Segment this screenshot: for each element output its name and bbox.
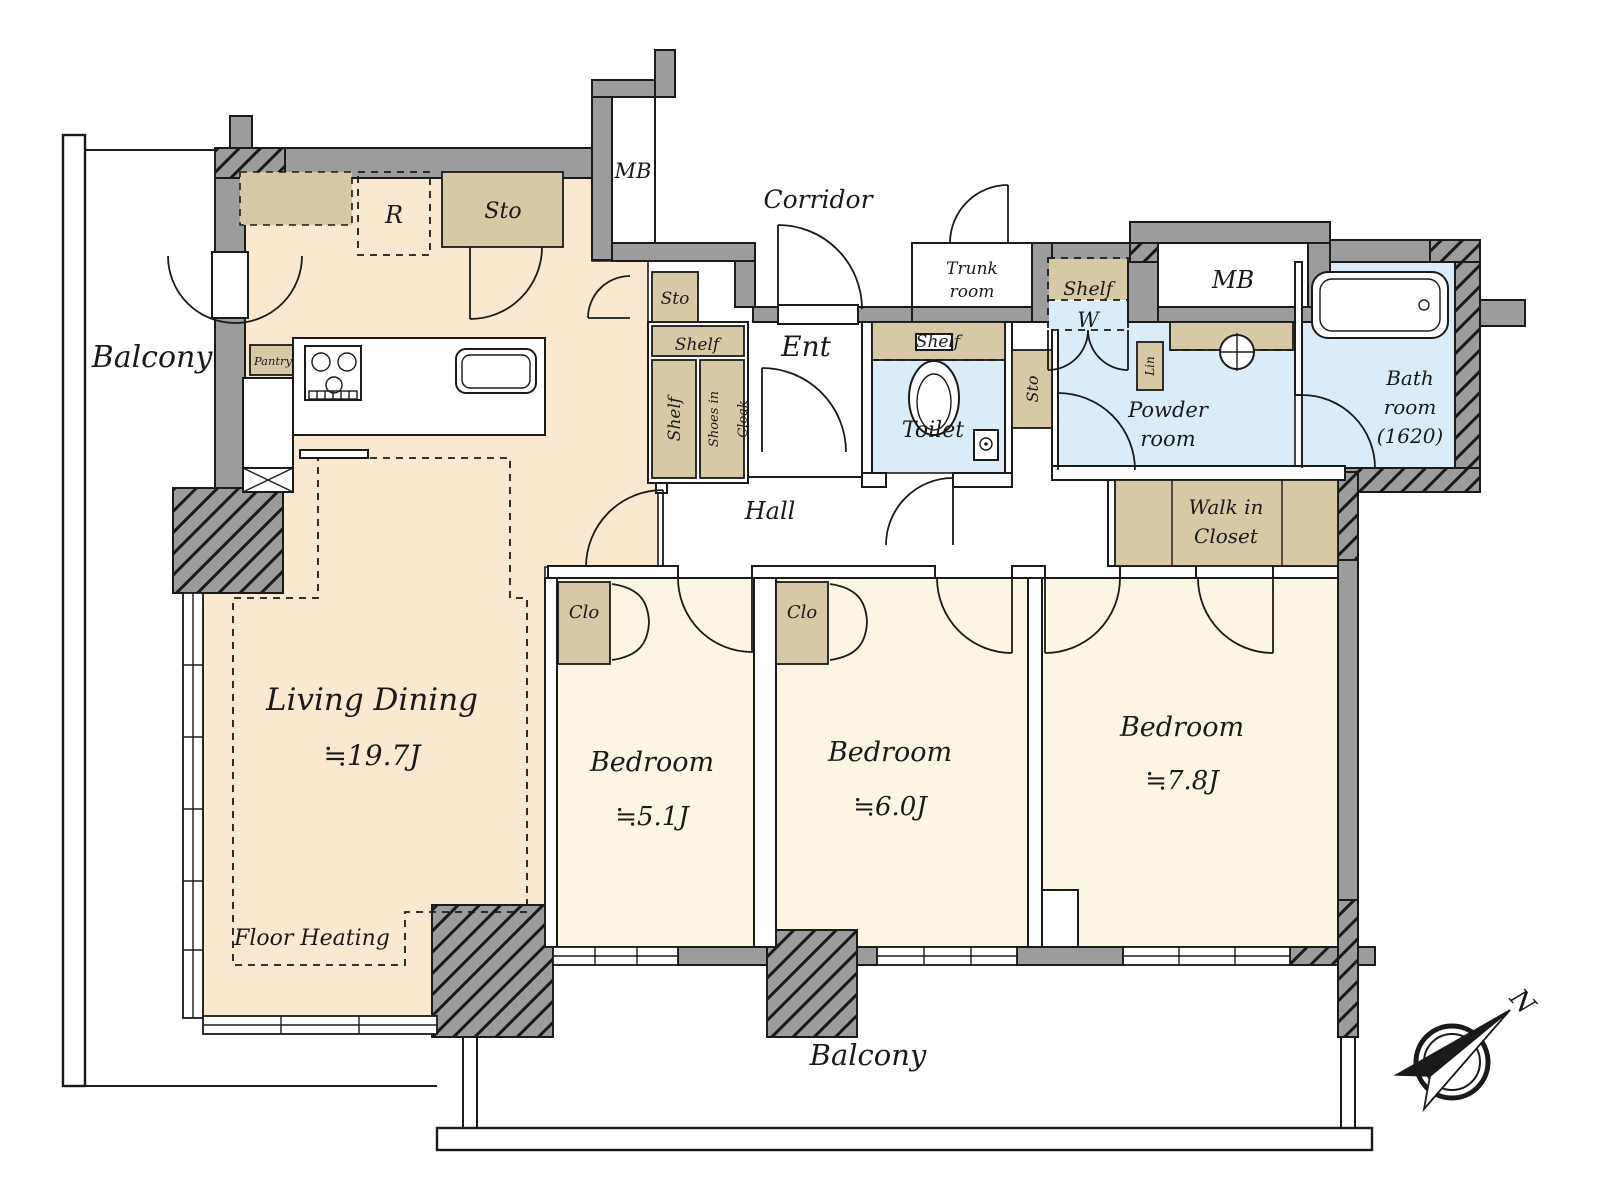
sto-hall-label: Sto [1023,375,1042,402]
living-hall-door [585,489,664,568]
compass-north-label: N [1503,983,1542,1022]
bedroom-small-door [677,577,753,653]
toilet-label: Toilet [902,418,964,443]
bedroom-mid-label: Bedroom [827,737,952,768]
bath-line2: room [1384,395,1437,419]
dashed-marks [232,171,1293,966]
shelf-entry-side-label: Shelf [665,394,685,441]
bedroom-mid-door [936,577,1013,654]
shoes-in-cloak-box [699,359,745,479]
bedroom-small-label: Bedroom [589,747,714,778]
toilet-door [885,477,954,546]
closet-2-box [775,581,829,665]
fridge-label: R [384,201,403,229]
hatched-columns [172,147,1481,1038]
windows [182,592,1291,1035]
sto-hall-box [1011,349,1053,429]
powder-line2: room [1140,427,1195,451]
trunk-room-line1: Trunk [946,259,998,279]
bath-fixtures [1311,271,1449,339]
storage-areas [239,171,1339,665]
sto-kitchen-door [469,246,543,320]
floor-heating-area [232,457,528,966]
toilet-bowl [908,360,960,436]
shelf-entry-side-box [651,359,697,479]
walk-in-closet-door [1197,577,1274,654]
bathtub [1311,271,1449,339]
ent-hall-door [761,367,847,453]
toilet-tank [915,333,953,351]
compass: N [1393,983,1542,1113]
kitchen-sink [455,348,537,394]
mb-bath-label: MB [1211,266,1254,294]
shelf-laundry-label: Shelf [1063,278,1116,300]
compass-needle-light [1422,1009,1511,1113]
closet-2-bifold [829,583,868,661]
trunk-room-line2: room [950,282,995,302]
linen-box [1136,341,1164,391]
closet-1-box [557,581,611,665]
wic-line1: Walk in [1189,495,1264,519]
powder-fixtures [1219,333,1255,371]
shelf-entry-top-label: Shelf [675,335,722,355]
closet-1-bifold [611,583,650,661]
bath-line1: Bath [1385,366,1434,390]
bath-line3: (1620) [1377,424,1444,448]
trunk-room-door [949,184,1009,244]
hall-label: Hall [744,497,796,525]
sto-kitchen-label: Sto [484,199,521,224]
kitchen-exit-door [587,275,631,319]
living-dining-label: Living Dining [265,682,478,718]
shoes-in-cloak-line1: Shoes in [707,391,722,447]
sto-entry-label: Sto [661,289,690,309]
balcony-bottom-structure [435,1036,1374,1152]
mb-kitchen-label: MB [614,159,652,183]
washer-label: W [1077,308,1101,332]
pantry-box [249,344,297,376]
kitchen-fixtures [242,337,546,493]
living-dining-size: ≒19.7J [323,739,422,772]
sto-entry-box [651,271,699,323]
linen-label: Lin [1143,356,1157,377]
walk-in-closet-box [1114,479,1339,567]
toilet-fixtures [908,333,999,461]
laundry-niche [1047,257,1129,331]
side-counter [242,377,294,471]
balcony-door [167,255,303,324]
bedroom-mid-size: ≒6.0J [853,792,928,822]
closet-1-label: Clo [569,602,600,623]
bedroom-large-size: ≒7.8J [1145,766,1220,796]
kitchen-cabinet [239,171,353,226]
bedroom-large-label: Bedroom [1119,712,1244,743]
closet-2-label: Clo [787,602,818,623]
labels: Balcony MB Corridor Sto R Pantry Sto She… [91,159,1444,1072]
wic-line2: Closet [1194,524,1259,548]
bedroom-large-floor [1041,577,1339,948]
balcony-left-label: Balcony [91,340,214,375]
ent-label: Ent [780,330,831,363]
balcony-bottom-label: Balcony [809,1038,927,1072]
bedroom-large-door [1044,577,1121,654]
shelf-toilet-label: Shelf [916,332,963,352]
powder-line1: Powder [1127,398,1210,422]
floor-heating-label: Floor Heating [233,926,390,951]
doors [167,184,1376,661]
bedroom-small-size: ≒5.1J [615,802,690,832]
shelf-entry-top-box [651,325,745,357]
bath-door [1301,394,1376,469]
sto-kitchen-box [441,171,564,248]
entrance-door [777,224,863,310]
balcony-left-structure [61,133,437,1088]
powder-door [1057,392,1136,471]
shoes-in-cloak-line2: Cloak [736,400,751,438]
corridor-label: Corridor [763,185,874,214]
pantry-label: Pantry [253,354,293,368]
washer-doors [1047,329,1129,371]
